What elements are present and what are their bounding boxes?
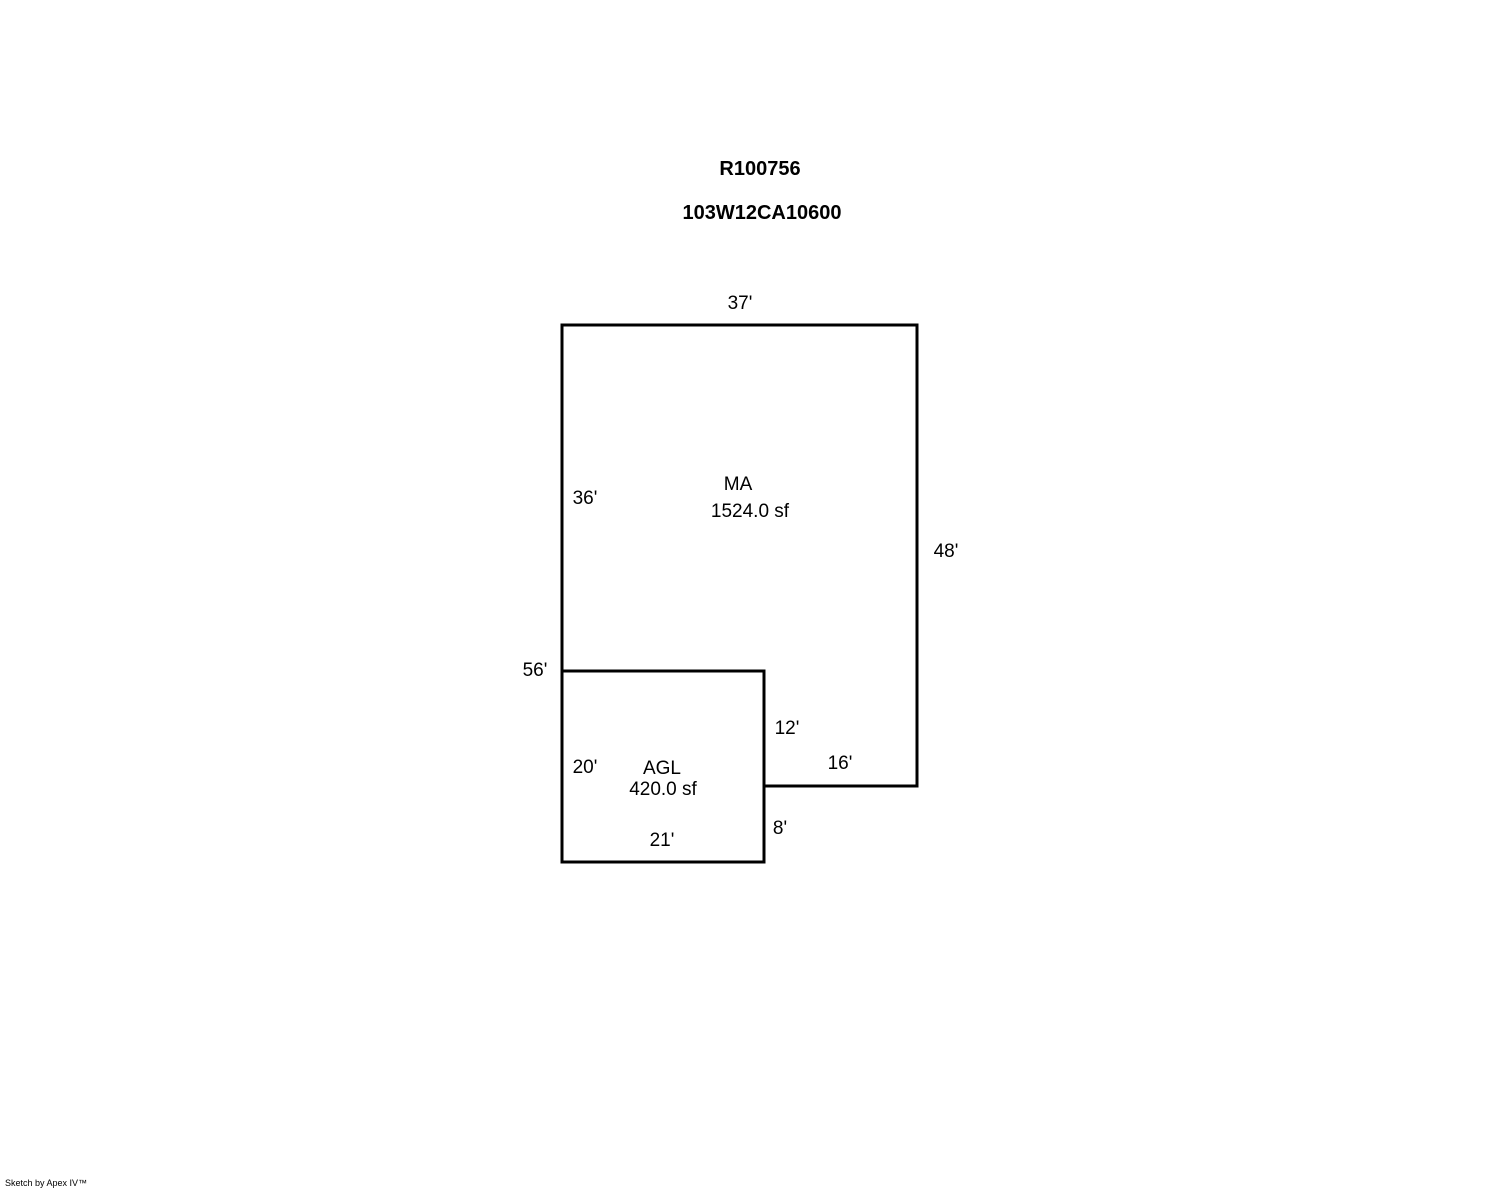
sketch-credit: Sketch by Apex IV™: [5, 1178, 88, 1188]
dim-step-vertical: 12': [775, 718, 800, 739]
dim-step-horizontal: 16': [828, 753, 853, 774]
parcel-id-title: 103W12CA10600: [682, 202, 842, 224]
ma-code-label: MA: [724, 474, 753, 495]
ma-outline: [560, 323, 919, 788]
agl-outline: [560, 669, 766, 864]
dim-ma-top: 37': [728, 293, 753, 314]
dim-agl-right-lower: 8': [773, 818, 787, 839]
agl-area-label: 420.0 sf: [629, 779, 697, 800]
dim-agl-left: 20': [573, 757, 598, 778]
dim-overall-left: 56': [523, 660, 548, 681]
record-id-title: R100756: [719, 158, 801, 180]
dim-ma-right: 48': [934, 541, 959, 562]
dim-agl-bottom: 21': [650, 830, 675, 851]
agl-code-label: AGL: [643, 758, 681, 779]
dim-ma-left-upper: 36': [573, 488, 598, 509]
ma-area-label: 1524.0 sf: [711, 501, 790, 522]
